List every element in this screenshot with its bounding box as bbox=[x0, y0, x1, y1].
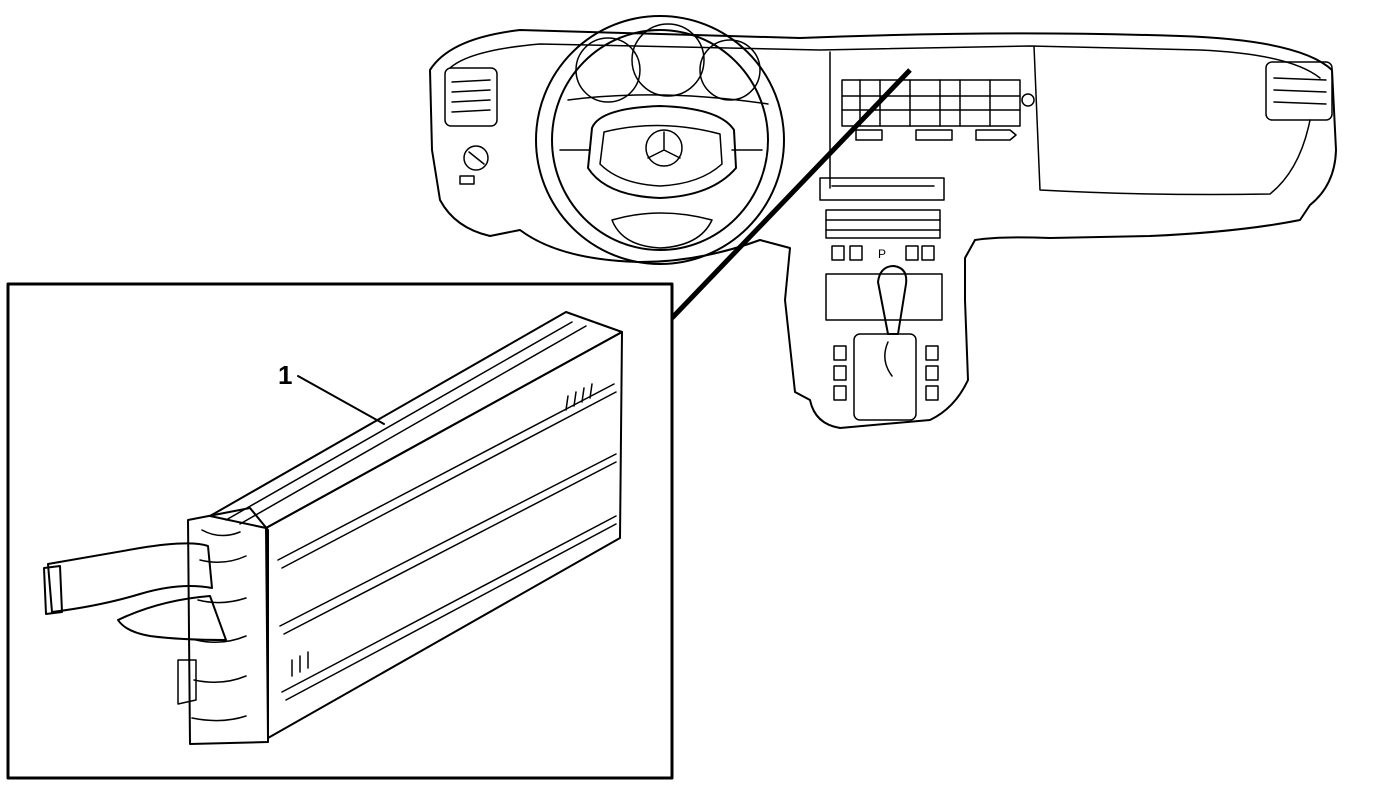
heater-core bbox=[43, 311, 623, 745]
brand-emblem-icon bbox=[645, 129, 683, 167]
center-console: P bbox=[819, 177, 945, 421]
detail-inset: 1 bbox=[6, 282, 674, 780]
callout-1-label: 1 bbox=[278, 360, 292, 390]
dashboard-illustration: P bbox=[429, 15, 1337, 429]
location-leader-line bbox=[670, 68, 912, 320]
svg-text:P: P bbox=[878, 247, 886, 261]
steering-wheel bbox=[535, 15, 785, 265]
center-air-vents bbox=[841, 79, 1035, 141]
callout-1-leader bbox=[297, 375, 385, 425]
right-air-vent bbox=[1265, 61, 1333, 121]
light-switch-knob bbox=[463, 145, 489, 171]
left-air-vent bbox=[444, 67, 498, 127]
